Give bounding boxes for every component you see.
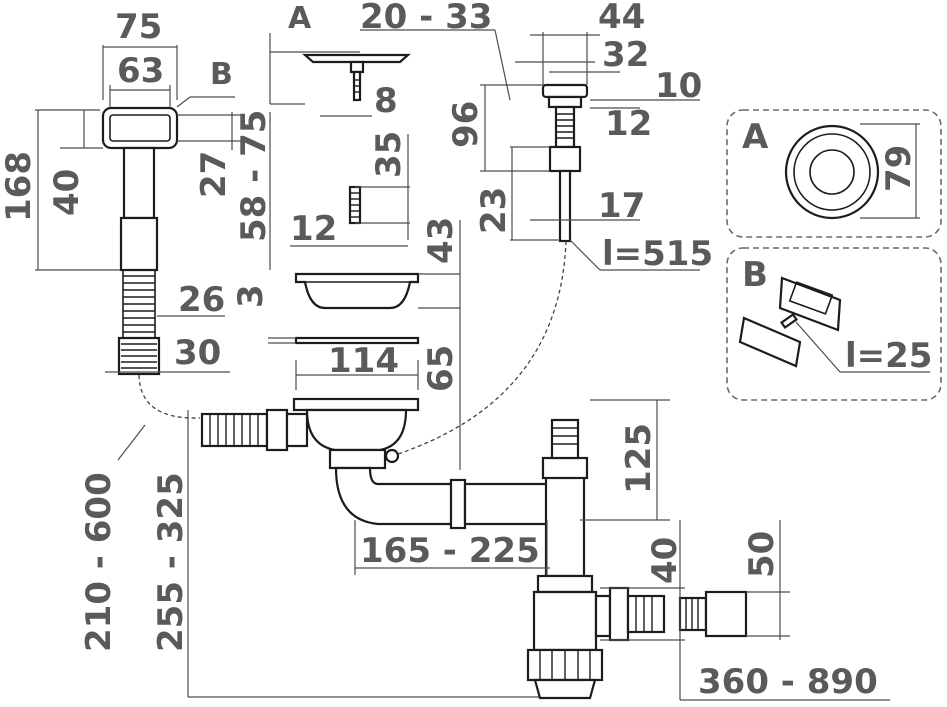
label-b-box: B [742, 255, 768, 295]
dim-23: 23 [474, 187, 514, 234]
dim-27: 27 [194, 151, 234, 198]
dim-96: 96 [446, 101, 486, 148]
dim-79: 79 [879, 145, 919, 192]
dim-58-75: 58 - 75 [234, 110, 274, 242]
dim-17: 17 [598, 186, 645, 226]
dim-125: 125 [619, 423, 659, 494]
dim-26: 26 [178, 280, 225, 320]
siphon-dimension-lines [354, 399, 890, 701]
dim-8: 8 [374, 81, 398, 121]
dim-12-screw: 12 [290, 209, 337, 249]
detail-box-a [726, 109, 942, 238]
length-515: l=515 [602, 234, 713, 274]
dim-32: 32 [602, 35, 649, 75]
dim-210-600: 210 - 600 [79, 472, 119, 652]
dim-255-325: 255 - 325 [151, 472, 191, 652]
center-dimension-lines [268, 29, 495, 470]
left-dimension-lines [35, 45, 540, 698]
label-a-top: A [288, 1, 312, 36]
dim-114: 114 [328, 341, 399, 381]
dim-12-right: 12 [605, 104, 652, 144]
label-a-box: A [742, 117, 769, 157]
dim-43: 43 [421, 217, 461, 264]
dim-30: 30 [174, 333, 221, 373]
push-button-assembly [541, 83, 589, 243]
length-25: l=25 [845, 336, 932, 376]
detail-box-b [726, 247, 942, 401]
dim-360-890: 360 - 890 [698, 662, 878, 702]
overflow-hose-path [138, 374, 201, 419]
strainer-basket [294, 272, 420, 310]
dim-165-225: 165 - 225 [360, 531, 540, 571]
dim-63: 63 [117, 51, 164, 91]
overflow-assembly [101, 106, 179, 376]
plug-part-a [302, 53, 411, 102]
dim-168: 168 [0, 151, 39, 222]
screw [348, 185, 362, 225]
dim-40-bottom: 40 [645, 537, 685, 584]
dim-44: 44 [598, 0, 645, 37]
gasket [294, 336, 420, 345]
siphon-body [200, 397, 748, 700]
dim-65: 65 [421, 345, 461, 392]
dim-20-33: 20 - 33 [360, 0, 492, 37]
dim-35: 35 [369, 131, 409, 178]
bowden-cable [394, 240, 567, 456]
dim-75: 75 [115, 7, 162, 47]
dim-50: 50 [742, 531, 782, 578]
label-b-top: B [210, 57, 233, 92]
right-top-dimension-lines [480, 29, 700, 271]
dim-40-left: 40 [47, 169, 87, 216]
dim-10: 10 [655, 66, 702, 106]
dim-3: 3 [231, 284, 271, 308]
